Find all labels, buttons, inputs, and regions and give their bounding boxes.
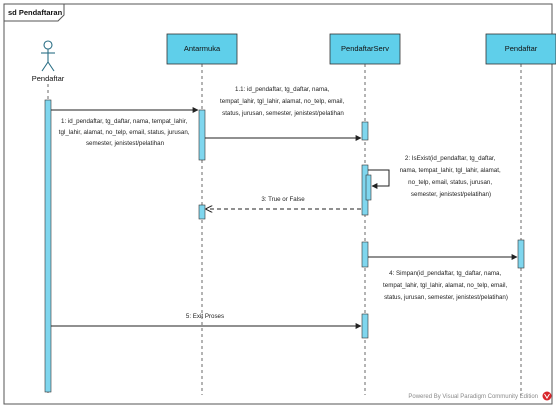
message-1-1: 1.1: id_pendaftar, tg_daftar, nama, temp… <box>205 86 362 141</box>
message-label-line: nama, tempat_lahir, tgl_lahir, alamat, <box>400 167 501 174</box>
message-label-line: tempat_lahir, tgl_lahir, alamat, no_telp… <box>220 98 344 105</box>
stick-figure-actor-icon <box>41 40 55 72</box>
lifeline-label: Pendaftar <box>505 44 538 53</box>
activation-antarmuka-2 <box>198 204 206 220</box>
message-label-line: semester, jenistest/pelatihan <box>86 140 165 147</box>
lifeline-header-box <box>166 33 238 65</box>
message-label-line: 1: id_pendaftar, tg_daftar, nama, tempat… <box>61 118 188 125</box>
message-label: 5: Exit Proses <box>186 313 224 320</box>
watermark: Powered By Visual Paradigm Community Edi… <box>408 391 552 401</box>
message-label-line: tempat_lahir, tgl_lahir, alamat, no_telp… <box>383 282 507 289</box>
message-label-line: status, jurusan, semester, jenistest/pel… <box>222 110 344 117</box>
message-label-line: status, jurusan, semester, jenistest/pel… <box>384 294 508 301</box>
message-label-line: 4: Simpan(id_pendaftar, tg_daftar, nama, <box>389 270 501 277</box>
message-label: 1: id_pendaftar, tg_daftar, nama, tempat… <box>59 118 191 147</box>
message-label-line: 1.1: id_pendaftar, tg_daftar, nama, <box>235 86 330 93</box>
visual-paradigm-logo-icon <box>542 391 552 401</box>
message-5: 5: Exit Proses <box>51 313 362 329</box>
lifeline-header-box <box>485 33 556 65</box>
message-3-return: 3: True or False <box>206 196 361 209</box>
lifeline-label: Antarmuka <box>184 44 221 53</box>
message-label-line: 2: IsExist(id_pendaftar, tg_daftar, <box>405 155 496 162</box>
message-label-line: tgl_lahir, alamat, no_telp, email, statu… <box>59 129 190 136</box>
activation-pendaftar-entity <box>517 239 525 269</box>
message-label: 4: Simpan(id_pendaftar, tg_daftar, nama,… <box>383 270 509 301</box>
frame-title-tab <box>3 3 65 22</box>
lifeline-label: PendaftarServ <box>341 44 389 53</box>
actor: Pendaftar <box>32 40 65 83</box>
message-arrow <box>368 169 390 189</box>
lifeline-pendaftarserv: PendaftarServ <box>329 33 401 65</box>
message-label: 2: IsExist(id_pendaftar, tg_daftar, nama… <box>400 155 503 198</box>
activation-pendaftarserv-1 <box>361 121 369 141</box>
frame-title: sd Pendaftaran <box>8 8 63 17</box>
activation-antarmuka-1 <box>198 109 206 161</box>
activation-actor <box>44 99 52 393</box>
lifeline-header-box <box>329 33 401 65</box>
actor-label: Pendaftar <box>32 74 65 83</box>
activation-pendaftarserv-3 <box>361 241 369 268</box>
message-2-self: 2: IsExist(id_pendaftar, tg_daftar, nama… <box>368 155 503 198</box>
message-label: 3: True or False <box>261 196 305 203</box>
message-4: 4: Simpan(id_pendaftar, tg_daftar, nama,… <box>368 254 518 301</box>
diagram-frame <box>3 3 553 405</box>
message-label: 1.1: id_pendaftar, tg_daftar, nama, temp… <box>220 86 346 117</box>
activation-pendaftarserv-self <box>365 174 372 201</box>
activation-pendaftarserv-4 <box>361 313 369 339</box>
message-1: 1: id_pendaftar, tg_daftar, nama, tempat… <box>51 107 199 147</box>
message-label-line: semester, jenistest/pelatihan) <box>411 191 491 198</box>
lifeline-antarmuka: Antarmuka <box>166 33 238 65</box>
watermark-text: Powered By Visual Paradigm Community Edi… <box>408 394 538 400</box>
message-label-line: no_telp, email, status, jurusan, <box>408 179 492 186</box>
lifeline-pendaftar-entity: Pendaftar <box>485 33 556 65</box>
